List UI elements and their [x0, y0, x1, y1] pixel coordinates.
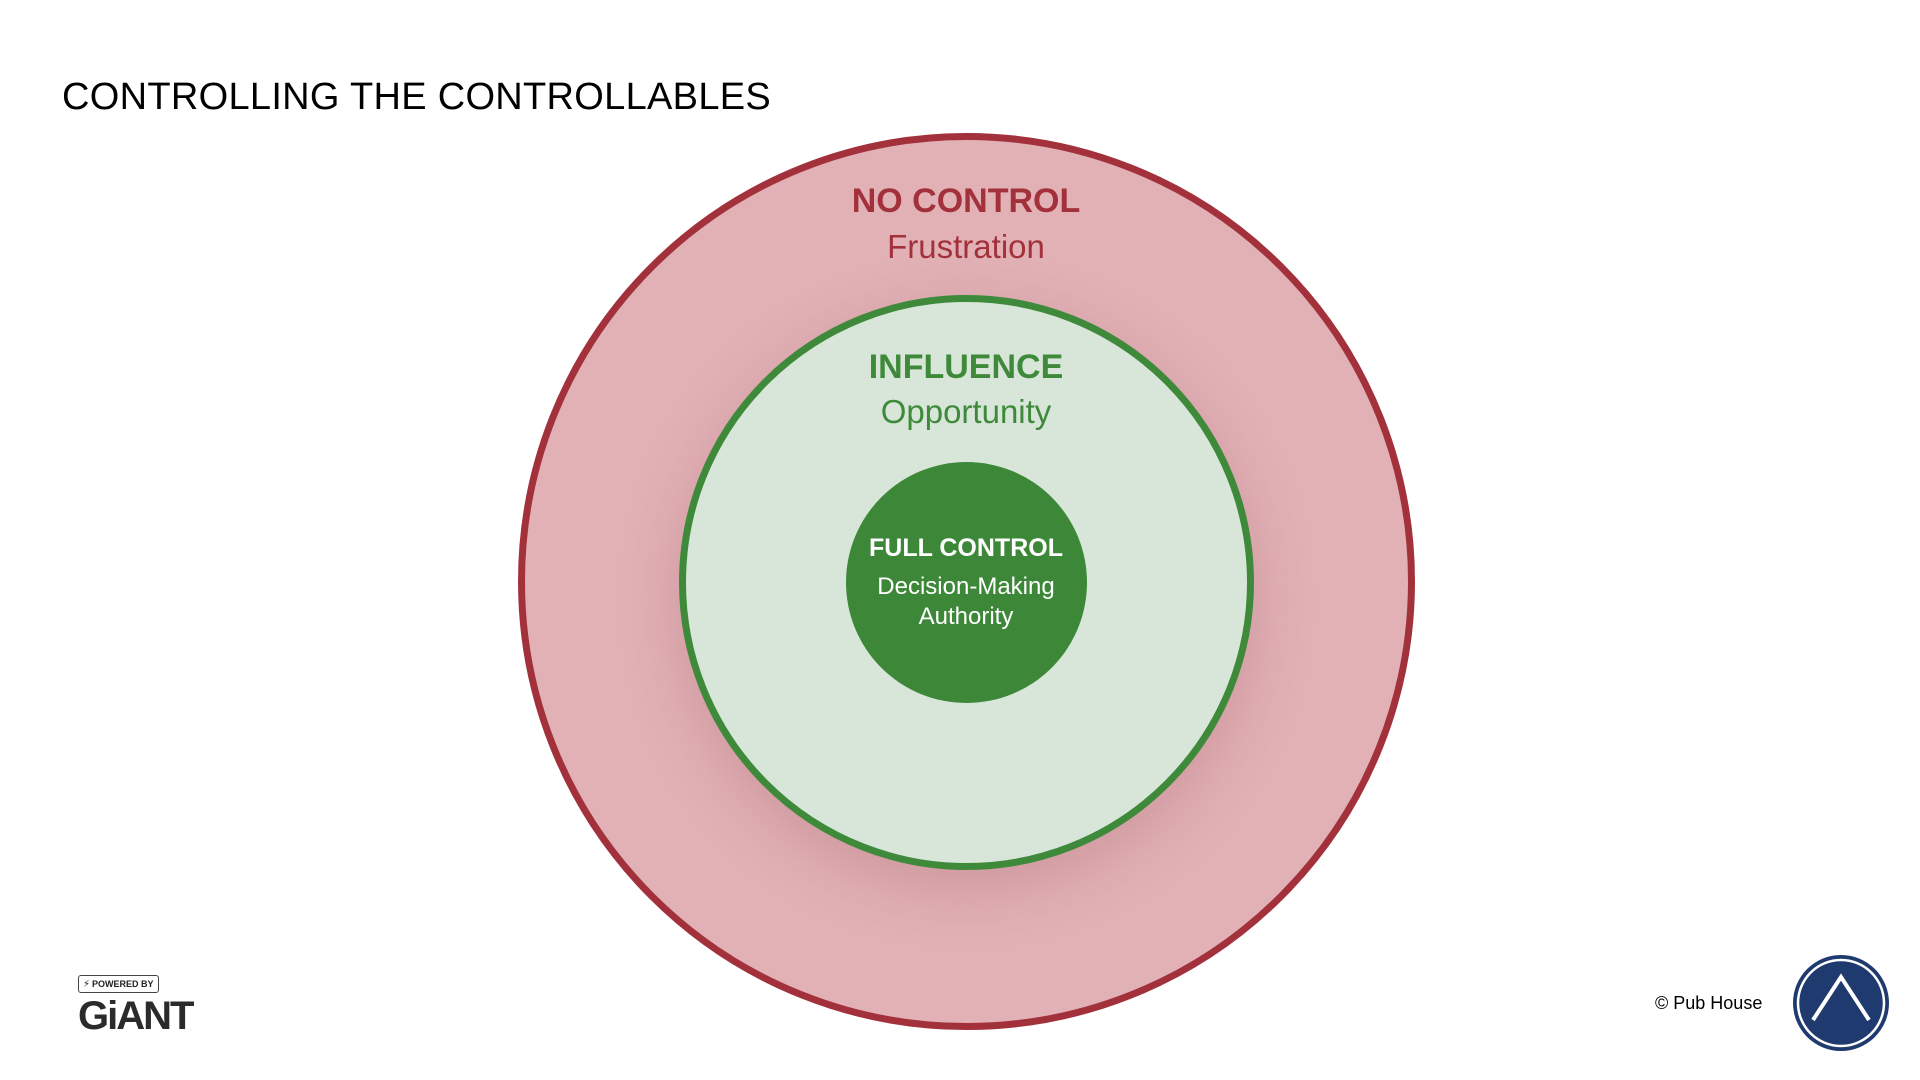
chevron-up-icon [1793, 955, 1889, 1051]
full-control-subtext-line2: Authority [918, 603, 1014, 630]
giant-logo: ⚡POWERED BY GiANT [78, 975, 218, 1038]
influence-subtext: Opportunity [880, 393, 1052, 430]
full-control-subtext-line1: Decision-Making [877, 573, 1055, 600]
pub-house-logo [1790, 952, 1892, 1054]
no-control-heading: NO CONTROL [851, 182, 1081, 220]
lightning-icon: ⚡ [83, 979, 91, 990]
full-control-circle [846, 462, 1087, 703]
powered-by-badge: ⚡POWERED BY [78, 975, 159, 993]
powered-by-label: POWERED BY [92, 979, 154, 989]
no-control-subtext: Frustration [887, 228, 1045, 265]
full-control-heading: FULL CONTROL [869, 534, 1063, 562]
full-control-subtext: Decision-Making Authority [0, 572, 1920, 632]
slide-title: CONTROLLING THE CONTROLLABLES [62, 76, 772, 118]
influence-heading: INFLUENCE [868, 348, 1064, 386]
copyright-text: © Pub House [1655, 993, 1763, 1013]
giant-wordmark: GiANT [78, 994, 194, 1038]
